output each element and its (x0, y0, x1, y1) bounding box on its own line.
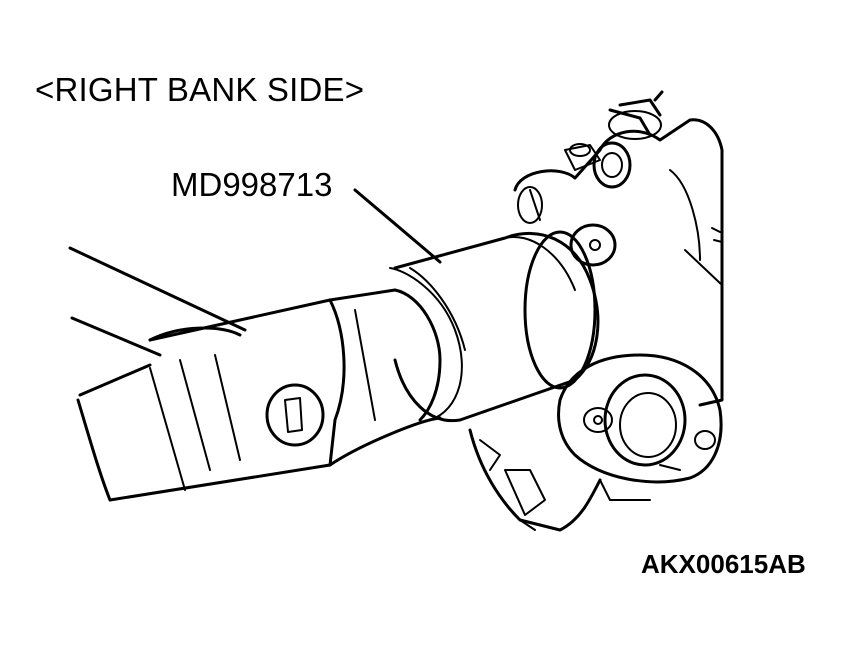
view-heading: <RIGHT BANK SIDE> (35, 71, 365, 108)
support-rods (68, 246, 247, 357)
figure-code: AKX00615AB (641, 549, 806, 579)
tool-sleeve (389, 230, 600, 423)
tool-callout-label: MD998713 (171, 166, 333, 203)
engine-housing (468, 90, 724, 532)
callout-leader-line (353, 188, 442, 264)
drive-shaft (76, 288, 442, 502)
